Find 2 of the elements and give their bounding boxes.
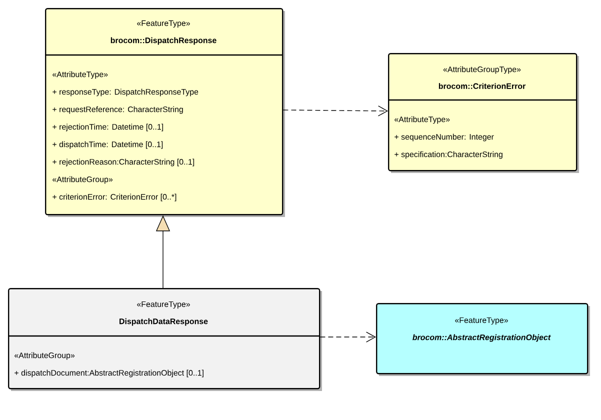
arrow xyxy=(320,332,376,342)
arrow xyxy=(282,106,388,116)
